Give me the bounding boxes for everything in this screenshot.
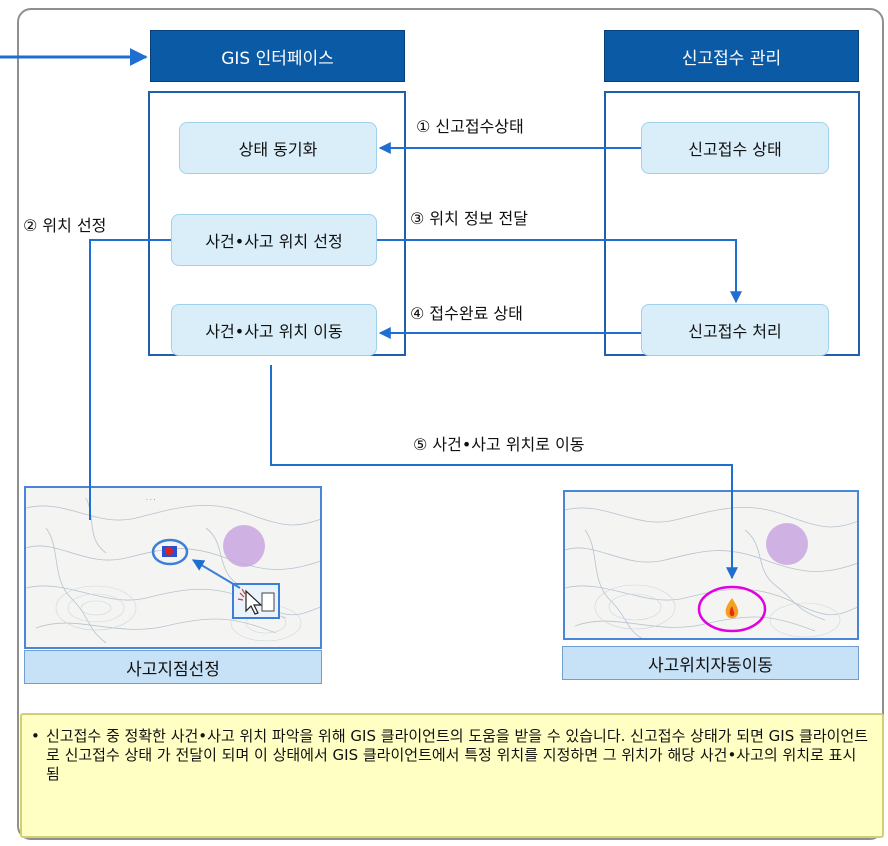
report-status-label: 신고접수 상태 xyxy=(688,140,782,159)
report-mgmt-title: 신고접수 관리 xyxy=(681,48,782,69)
bullet-icon: • xyxy=(31,727,40,745)
gis-interface-title: GIS 인터페이스 xyxy=(221,48,334,69)
flow-2-label: ② 위치 선정 xyxy=(23,216,107,235)
report-process-label: 신고접수 처리 xyxy=(688,322,782,341)
select-location-node: 사건•사고 위치 선정 xyxy=(171,214,377,266)
flow-4-label: ④ 접수완료 상태 xyxy=(410,304,523,323)
gis-interface-header: GIS 인터페이스 xyxy=(150,30,405,82)
flow-5-label: ⑤ 사건•사고 위치로 이동 xyxy=(413,435,585,454)
right-map-caption: 사고위치자동이동 xyxy=(562,646,859,680)
right-map-caption-label: 사고위치자동이동 xyxy=(647,655,774,676)
move-location-label: 사건•사고 위치 이동 xyxy=(205,322,343,341)
cursor-pointer-icon xyxy=(232,583,280,619)
report-mgmt-header: 신고접수 관리 xyxy=(604,30,859,82)
left-map-image: · · · xyxy=(26,488,320,647)
sync-status-label: 상태 동기화 xyxy=(238,140,318,159)
svg-text:· · ·: · · · xyxy=(146,497,156,504)
report-process-node: 신고접수 처리 xyxy=(641,304,829,356)
description-note: • 신고접수 중 정확한 사건•사고 위치 파악을 위해 GIS 클라이언트의 … xyxy=(20,713,884,838)
flow-3-label: ③ 위치 정보 전달 xyxy=(410,209,528,228)
sync-status-node: 상태 동기화 xyxy=(179,122,377,174)
flow-1-label: ① 신고접수상태 xyxy=(416,117,524,136)
left-map-caption: 사고지점선정 xyxy=(24,650,322,684)
description-text: 신고접수 중 정확한 사건•사고 위치 파악을 위해 GIS 클라이언트의 도움… xyxy=(46,727,869,783)
select-location-label: 사건•사고 위치 선정 xyxy=(205,232,343,251)
left-map-caption-label: 사고지점선정 xyxy=(126,659,220,680)
right-target-circle xyxy=(697,585,767,633)
move-location-node: 사건•사고 위치 이동 xyxy=(171,304,377,356)
left-selection-circle xyxy=(151,538,189,566)
report-status-node: 신고접수 상태 xyxy=(641,122,829,174)
